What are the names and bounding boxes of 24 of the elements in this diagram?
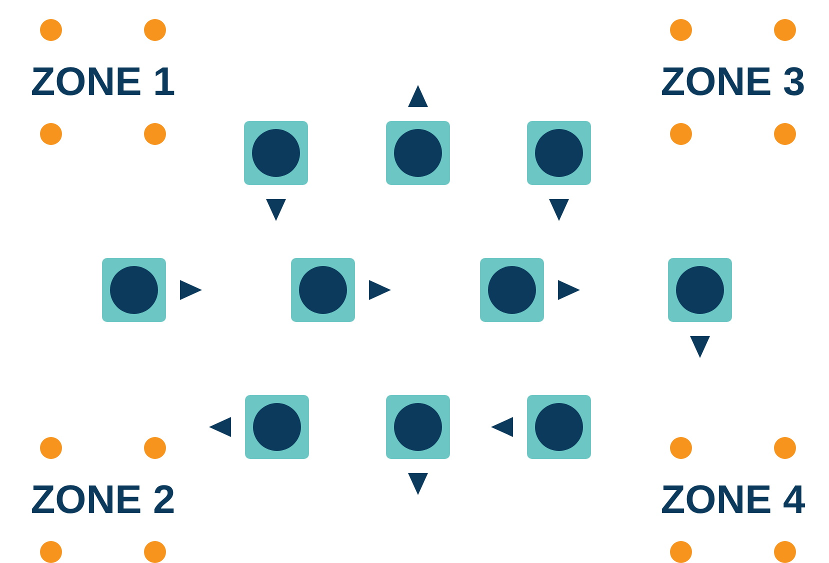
arrow-head (690, 336, 710, 358)
square-node (527, 121, 591, 185)
zone-label: ZONE 3 (660, 59, 806, 105)
square-node (245, 395, 309, 459)
square-node (527, 395, 591, 459)
square-node (386, 395, 450, 459)
zone-label: ZONE 1 (30, 59, 176, 105)
arrow-head (558, 280, 580, 300)
arrow-head (491, 417, 513, 437)
zone-label: ZONE 2 (30, 477, 176, 523)
square-node (244, 121, 308, 185)
square-node (386, 121, 450, 185)
arrow-head (549, 199, 569, 221)
square-node (480, 258, 544, 322)
square-node (291, 258, 355, 322)
arrow-head (209, 417, 231, 437)
zone-label: ZONE 4 (660, 477, 806, 523)
arrow-head (369, 280, 391, 300)
arrow-head (408, 473, 428, 495)
square-node (668, 258, 732, 322)
arrow-head (408, 85, 428, 107)
arrow-head (266, 199, 286, 221)
square-node (102, 258, 166, 322)
arrow-head (180, 280, 202, 300)
